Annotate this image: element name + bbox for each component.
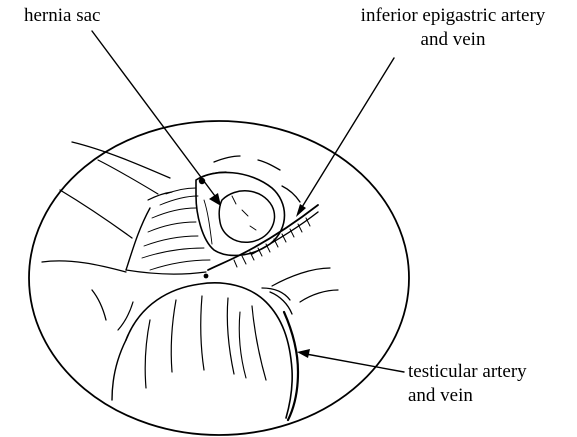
testicular-bundle — [112, 283, 298, 420]
hernia-sac — [126, 172, 285, 274]
peritoneal-edge-dashes — [148, 156, 300, 202]
sac-neck-dot — [199, 178, 205, 184]
leader-inferior-epigastric — [299, 58, 394, 212]
leader-testicular — [306, 354, 404, 372]
peritoneal-folds-upper-left — [42, 142, 170, 330]
arrowhead-testicular — [297, 349, 310, 358]
peritoneal-folds-right — [272, 268, 338, 302]
epigastric-vessel — [204, 205, 318, 278]
view-circle — [29, 121, 409, 435]
vessel-dot — [204, 274, 209, 279]
